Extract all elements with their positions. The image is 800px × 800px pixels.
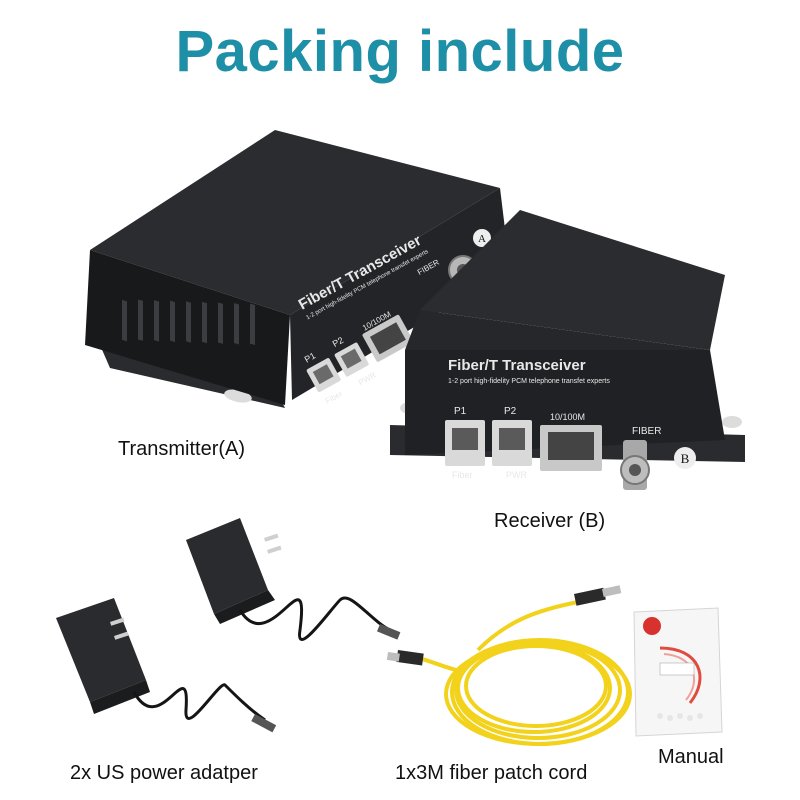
receiver-brand: Fiber/T Transceiver [448,357,586,374]
transmitter-port-p2-label: P2 [331,335,345,349]
receiver-device: Fiber/T Transceiver 1-2 port high-fideli… [390,210,745,490]
patch-cord-connector-top [574,585,622,606]
manual-caption: Manual [658,746,724,768]
transmitter-device: Fiber/T Transceiver 1-2 port high-fideli… [85,130,510,408]
receiver-port-p1-label: P1 [454,406,467,417]
power-adapter-front [56,598,277,733]
receiver-unit-badge-letter: B [681,451,690,466]
power-adapter-caption: 2x US power adatper [70,762,258,784]
transmitter-unit-badge-letter: A [478,233,486,245]
page-title: Packing include [175,19,625,84]
receiver-led-fiber-label: Fiber [452,470,473,480]
transmitter-led-pwr-label: PWR [357,370,378,387]
manual-booklet [633,607,723,737]
transmitter-port-p1-label: P1 [303,350,317,364]
manual-logo-icon [643,617,661,635]
power-adapter-back [186,518,401,641]
receiver-port-lan-label: 10/100M [550,412,585,422]
patch-cord-connector-left [386,650,424,666]
fiber-patch-cord [386,585,632,746]
patch-cord-caption: 1x3M fiber patch cord [395,762,588,784]
receiver-st-connector [620,440,650,490]
receiver-subtitle: 1-2 port high-fidelity PCM telephone tra… [448,378,610,385]
transmitter-led-fiber-label: Fiber [324,389,345,406]
power-adapters [56,518,401,733]
receiver-led-pwr-label: PWR [506,470,527,480]
transmitter-caption: Transmitter(A) [118,438,246,460]
receiver-unit-badge [674,447,696,469]
receiver-caption: Receiver (B) [494,510,606,532]
receiver-port-fiber-label: FIBER [632,426,661,437]
receiver-port-p2-label: P2 [504,406,517,417]
transmitter-unit-badge [473,229,491,247]
